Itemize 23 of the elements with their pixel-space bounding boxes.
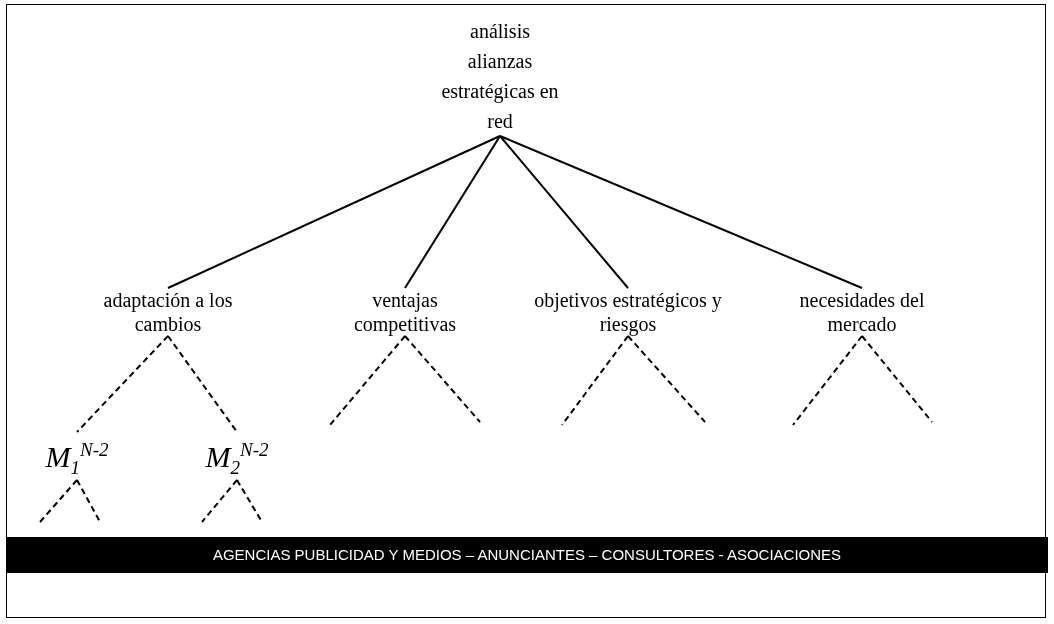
dashed-branch-line: [201, 479, 238, 523]
dashed-branch-line: [561, 335, 629, 426]
dashed-branch-line: [861, 335, 933, 423]
dashed-branch-line: [76, 335, 169, 433]
band-text: AGENCIAS PUBLICIDAD Y MEDIOS – ANUNCIANTES – CONSULTORES - ASOCIACIONES: [212, 545, 842, 565]
stakeholder-band: [6, 537, 1048, 573]
branch-line: [499, 135, 629, 289]
branch-topic: ventajas competitivas: [352, 288, 458, 336]
dashed-branch-line: [627, 335, 706, 423]
dashed-branch-line: [167, 335, 238, 433]
root-topic: análisis alianzas estratégicas en red: [440, 19, 560, 134]
dashed-branch-line: [329, 335, 406, 426]
branch-topic: adaptación a los cambios: [103, 288, 233, 336]
dashed-branch-line: [404, 335, 481, 423]
branch-line: [167, 135, 501, 289]
dashed-branch-line: [236, 479, 263, 523]
branch-topic: objetivos estratégicos y riesgos: [533, 288, 723, 336]
branch-line: [404, 135, 501, 289]
branch-line: [499, 135, 863, 289]
dashed-branch-line: [76, 479, 101, 523]
dashed-branch-line: [792, 335, 863, 426]
dashed-branch-line: [39, 479, 78, 523]
branch-topic: necesidades del mercado: [798, 288, 926, 336]
